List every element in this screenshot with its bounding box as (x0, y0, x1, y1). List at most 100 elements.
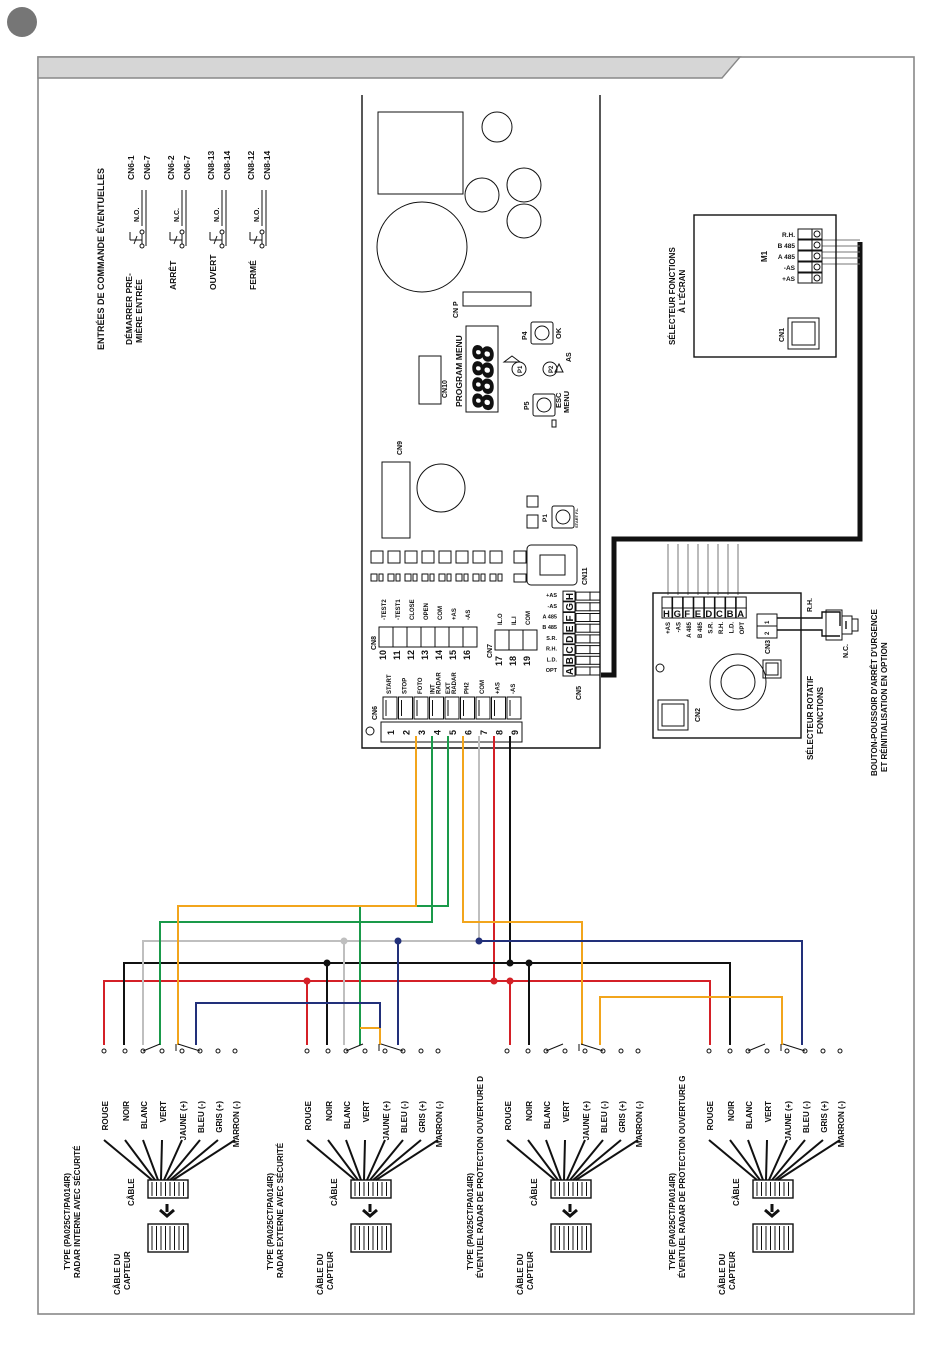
pin-b-label: CN8-14 (222, 150, 232, 180)
sensor-connector (752, 1223, 794, 1253)
sensor-terminal (764, 1048, 770, 1054)
terminal (494, 629, 510, 651)
cn7-pin-label: IL.I (512, 616, 518, 625)
jumper-pad (370, 550, 384, 564)
sensor-cable-label: CÂBLE DU (113, 1253, 122, 1295)
cn6-pin-label: STOP (403, 678, 409, 694)
wire-color-label: MARRON (-) (232, 1101, 241, 1148)
wire-blue-4 (479, 940, 803, 1045)
pin2-label: 2 (765, 631, 771, 635)
terminal (398, 696, 413, 720)
control-inputs: ENTRÉES DE COMMANDE ÉVENTUELLES DÉMARRER… (96, 150, 272, 350)
rot-letter: H (663, 609, 670, 620)
jumper-pad (421, 550, 435, 564)
menu-label: MENU (562, 391, 571, 413)
wire-color-label: NOIR (727, 1101, 736, 1121)
terminal (462, 626, 478, 648)
wire-color-label: BLANC (543, 1101, 552, 1129)
cn6-frame (380, 721, 523, 743)
wire-junction (340, 937, 348, 945)
input-label: DÉMARRER PRE- (124, 273, 134, 345)
wire-color-label: GRIS (+) (820, 1101, 829, 1133)
cable-wire (142, 1139, 159, 1181)
sensor-terminal (122, 1048, 128, 1054)
rot-pin (725, 596, 737, 609)
led-pad (472, 573, 480, 582)
terminal (448, 626, 464, 648)
wire-red (103, 736, 711, 1045)
led-pad (387, 573, 395, 582)
pin-b-label: CN6-7 (142, 155, 152, 180)
cable-wire (774, 1139, 824, 1181)
emergency-line2: ET RÉINITIALISATION EN OPTION (880, 642, 889, 772)
m1-cell (797, 250, 813, 262)
emergency-stop-button: R.H. N.C. BOUTON-POUSSOIR D'ARRÊT D'URGE… (777, 598, 889, 776)
cable-label: CÂBLE (330, 1178, 339, 1206)
terminal (382, 696, 398, 720)
rot-letter: D (705, 609, 712, 620)
sensor-cable-label-2: CAPTEUR (728, 1251, 737, 1290)
rot-letter: G (674, 609, 681, 620)
wire-junction (506, 959, 514, 967)
sensor-type: TYPE (PA025CT/PA014IR) (466, 1173, 475, 1270)
contact-blade (173, 235, 178, 245)
rot-pin (703, 596, 715, 609)
sensor-terminal (325, 1048, 331, 1054)
sensor-terminal (745, 1048, 751, 1054)
cn6-pin-label: -AS (511, 684, 517, 694)
m1-label: M1 (760, 250, 769, 262)
cn5-pin-label: L.D. (547, 657, 558, 663)
screen-function-selector: SÉLECTEUR FONCTIONS À L'ÉCRAN R.H.B 485A… (668, 214, 837, 358)
terminal (491, 696, 506, 720)
jumper-pad (489, 550, 503, 564)
sensor-terminal (197, 1048, 203, 1054)
wire-color-label: GRIS (+) (418, 1101, 427, 1133)
cn7-label: CN7 (487, 644, 494, 658)
sensor-terminal (525, 1048, 531, 1054)
rot-pin (714, 596, 726, 609)
m1-pin-label: +AS (782, 276, 795, 283)
rot-cell (693, 607, 705, 619)
pin-a-label: CN6-1 (126, 155, 136, 180)
led-pad (497, 573, 503, 582)
sensor-terminal (543, 1048, 549, 1054)
cn8-pin-label: +AS (452, 608, 458, 620)
cable-wire (103, 1139, 153, 1181)
cable-label: CÂBLE (127, 1178, 136, 1206)
sensor-cable-label: CÂBLE DU (316, 1253, 325, 1295)
sensor-terminal (215, 1048, 221, 1054)
cn8-pin-number: 16 (462, 650, 472, 660)
page-marker-circle (7, 7, 37, 37)
rotary-title2: FONCTIONS (816, 686, 825, 734)
cn6-pin-label: PH2 (465, 682, 471, 694)
cn7-pin-label: IL.O (498, 613, 504, 625)
cn5-cell (562, 601, 576, 613)
sensor-terminal (179, 1048, 185, 1054)
led-pad (463, 573, 469, 582)
pin-a-label: CN8-12 (246, 150, 256, 180)
rot-cell (672, 607, 684, 619)
cn8-pin-label: -AS (466, 610, 472, 620)
cn5-letter: H (565, 593, 576, 600)
cn5-pin (575, 634, 591, 644)
cable-label: CÂBLE (530, 1178, 539, 1206)
wire-color-label: MARRON (-) (837, 1101, 846, 1148)
contact-blade (213, 235, 218, 245)
pin-a-label: CN6-2 (166, 155, 176, 180)
cn8-pin-label: -TEST1 (396, 599, 402, 620)
wire-color-label: BLEU (-) (197, 1101, 206, 1133)
sensor-contact-nc (177, 1043, 201, 1052)
wire-color-label: BLANC (343, 1101, 352, 1129)
terminal (460, 696, 475, 720)
wire-green-int (159, 736, 433, 1045)
cable-connector (147, 1179, 189, 1199)
cn5-pin (575, 666, 591, 676)
wire-junction (506, 977, 514, 985)
rotary-title: SÉLECTEUR ROTATIF (806, 676, 815, 760)
cable-wire (327, 1139, 359, 1181)
terminal (444, 696, 460, 720)
input-label-2: MIÈRE ENTRÉE (134, 279, 144, 343)
wire-color-label: ROUGE (706, 1100, 715, 1130)
rot-pin-label: B 485 (698, 621, 704, 638)
